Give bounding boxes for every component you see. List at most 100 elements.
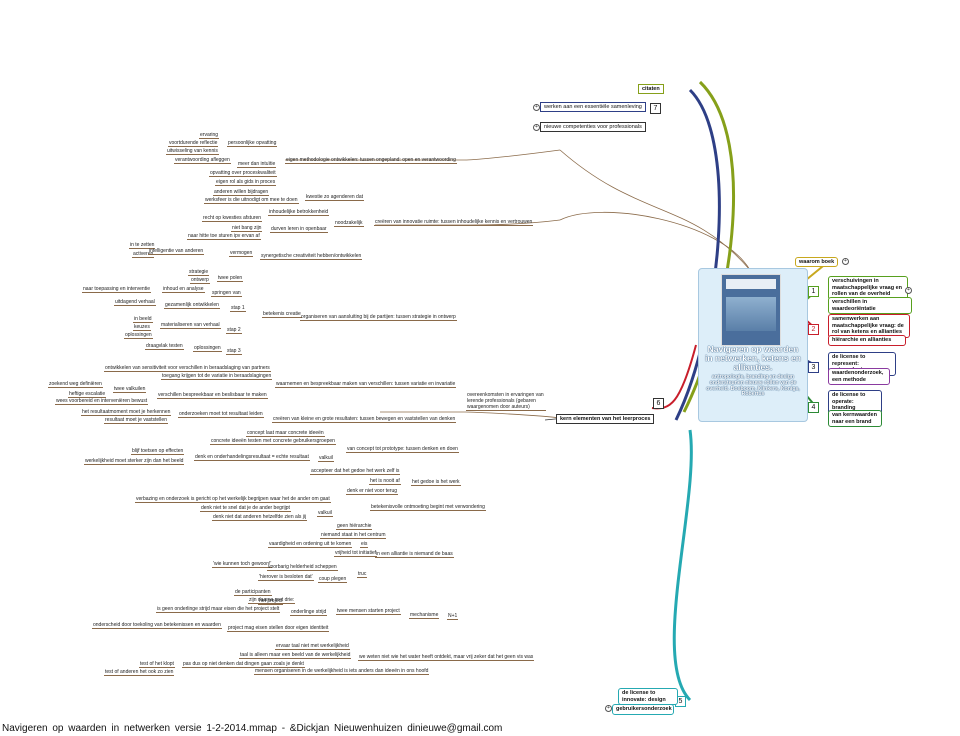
leaf-label[interactable]: anderen willen bijdragen bbox=[213, 189, 270, 196]
leaf-label[interactable]: activeren bbox=[132, 251, 155, 258]
leaf-label[interactable]: waarnemen en bespreekbaar maken van vers… bbox=[275, 381, 457, 388]
leaf-label[interactable]: eigen rol als gids in proces bbox=[215, 179, 277, 186]
leaf-label[interactable]: strategie bbox=[188, 269, 210, 276]
branch-4b-node[interactable]: van kernwaarden naar een brand bbox=[828, 410, 882, 427]
leaf-label[interactable]: pas dus op niet denken dat dingen gaan z… bbox=[182, 661, 305, 668]
leaf-label[interactable]: springen van bbox=[211, 290, 242, 297]
leaf-label[interactable]: het is nooit af bbox=[369, 478, 401, 485]
leaf-label[interactable]: twee mensen starten project bbox=[336, 608, 401, 615]
leaf-label[interactable]: in beeld bbox=[133, 316, 153, 323]
leaf-label[interactable]: verantwoording afleggen bbox=[174, 157, 231, 164]
leaf-label[interactable]: noodzakelijk bbox=[334, 220, 364, 227]
leaf-label[interactable]: stap 3 bbox=[226, 348, 242, 355]
leaf-label[interactable]: toegang krijgen tot de variatie in beraa… bbox=[161, 373, 273, 380]
leaf-label[interactable]: van concept tot prototype: tussen denken… bbox=[346, 446, 459, 453]
leaf-label[interactable]: keuzes bbox=[133, 324, 151, 331]
leaf-label[interactable]: durven leren in openbaar bbox=[270, 226, 328, 233]
leaf-label[interactable]: stap 1 bbox=[230, 305, 246, 312]
leaf-label[interactable]: in een alliantie is niemand de baas bbox=[375, 551, 454, 558]
leaf-label[interactable]: N+1 bbox=[447, 613, 459, 620]
leaf-label[interactable]: voortdurende reflectie bbox=[168, 140, 219, 147]
leaf-label[interactable]: denk niet te snel dat je de ander begrij… bbox=[200, 505, 291, 512]
leaf-label[interactable]: intelligentie van anderen bbox=[148, 248, 205, 255]
samenleving-node[interactable]: werken aan een essentiële samenleving bbox=[540, 102, 646, 112]
branch-1b-node[interactable]: verschillen in waardeoriëntatie bbox=[828, 297, 912, 314]
leaf-label[interactable]: ervaar taal niet met werkelijkheid bbox=[275, 643, 350, 650]
branch-2b-node[interactable]: hiërarchie en allianties bbox=[828, 335, 906, 346]
expand-icon[interactable]: + bbox=[842, 258, 849, 265]
leaf-label[interactable]: resultaat moet je vaststellen bbox=[104, 417, 168, 424]
leaf-label[interactable]: twee valkuilen bbox=[113, 386, 147, 393]
leaf-label[interactable]: vaardigheid en ordening uit te komen bbox=[268, 541, 353, 548]
expand-icon[interactable]: + bbox=[905, 287, 912, 294]
leaf-label[interactable]: uitwisseling van kennis bbox=[166, 148, 219, 155]
leaf-label[interactable]: denk en onderhandelingsresultaat = echte… bbox=[194, 454, 310, 461]
leaf-label[interactable]: het project bbox=[258, 598, 284, 605]
leaf-label[interactable]: uitdagend verhaal bbox=[114, 299, 156, 306]
gebruikersonderzoek-node[interactable]: gebruikersonderzoek bbox=[612, 704, 674, 715]
leaf-label[interactable]: mechanisme bbox=[409, 612, 440, 619]
leaf-label[interactable]: persoonlijke opvatting bbox=[227, 140, 278, 147]
leaf-label[interactable]: valkuil bbox=[318, 455, 334, 462]
leaf-label[interactable]: vermogen bbox=[229, 250, 254, 257]
leaf-label[interactable]: creëren van innovatie ruimte: tussen inh… bbox=[374, 219, 534, 226]
leaf-label[interactable]: betekenisvolle ontmoeting begint met ver… bbox=[370, 504, 486, 511]
leaf-label[interactable]: test of anderen het ook zo zien bbox=[104, 669, 175, 676]
leaf-label[interactable]: zijn daarna met drie: bbox=[248, 597, 296, 604]
leaf-label[interactable]: is geen onderlinge strijd maar eisen die… bbox=[156, 606, 281, 613]
leaf-label[interactable]: synergetische creativiteit hebben/ontwik… bbox=[260, 253, 363, 260]
leaf-label[interactable]: 'hierover is besloten dat' bbox=[258, 574, 314, 581]
leaf-label[interactable]: stap 2 bbox=[226, 327, 242, 334]
waarom-boek-node[interactable]: waarom boek bbox=[795, 257, 839, 267]
kern-elementen-node[interactable]: kern elementen van het leerproces bbox=[556, 414, 655, 424]
leaf-label[interactable]: blijf toetsen op effecten bbox=[131, 448, 185, 455]
leaf-label[interactable]: voorbarig helderheid scheppen bbox=[267, 564, 338, 571]
leaf-label[interactable]: niemand staat in het centrum bbox=[320, 532, 387, 539]
leaf-label[interactable]: heftige escalatie bbox=[68, 391, 107, 398]
leaf-label[interactable]: eis bbox=[360, 541, 369, 548]
leaf-label[interactable]: vrijheid tot initiatief bbox=[334, 550, 378, 557]
leaf-label[interactable]: organiseren van aansluiting bij de parti… bbox=[300, 314, 457, 321]
leaf-label[interactable]: oplossingen bbox=[193, 345, 222, 352]
leaf-label[interactable]: inhoudelijke betrokkenheid bbox=[268, 209, 330, 216]
expand-icon[interactable]: + bbox=[533, 104, 540, 111]
leaf-label[interactable]: naar toepassing en interventie bbox=[82, 286, 151, 293]
leaf-label[interactable]: het resultaatmoment moet je herkennen bbox=[81, 409, 172, 416]
branch-1-node[interactable]: verschuivingen in maatschappelijke vraag… bbox=[828, 276, 908, 300]
leaf-label[interactable]: ontwerp bbox=[190, 277, 210, 284]
leaf-label[interactable]: betekenis creatie bbox=[262, 311, 302, 318]
leaf-label[interactable]: meer dan intuïtie bbox=[237, 161, 277, 168]
leaf-label[interactable]: onderscheid door toekoling van betekenis… bbox=[92, 622, 222, 629]
leaf-label[interactable]: truc bbox=[357, 571, 368, 578]
branch-2-node[interactable]: samenwerken aan maatschappelijke vraag: … bbox=[828, 314, 910, 338]
leaf-label[interactable]: draagvlak testen bbox=[145, 343, 184, 350]
leaf-label[interactable]: twee polen bbox=[217, 275, 244, 282]
leaf-label[interactable]: denk niet dat anderen hetzelfde zien als… bbox=[212, 514, 308, 521]
leaf-label[interactable]: in te zetten bbox=[129, 242, 156, 249]
leaf-label[interactable]: recht op kwesties afsturen bbox=[202, 215, 263, 222]
leaf-label[interactable]: gezamenlijk ontwikkelen bbox=[164, 302, 220, 309]
leaf-label[interactable]: opvatting over proceskwaliteit bbox=[209, 170, 277, 177]
leaf-label[interactable]: 'wie kunnen toch gewoon!' bbox=[212, 561, 273, 568]
leaf-label[interactable]: creëren van kleine en grote resultaten: … bbox=[272, 416, 457, 423]
leaf-label[interactable]: naar hitte toe sturen ipv ervan af bbox=[187, 233, 261, 240]
design-node[interactable]: de license to innovate: design bbox=[618, 688, 678, 705]
leaf-label[interactable]: project mag eisen stellen door eigen ide… bbox=[227, 625, 330, 632]
expand-icon[interactable]: + bbox=[605, 705, 612, 712]
leaf-label[interactable]: verschillen bespreekbaar en beslisbaar t… bbox=[157, 392, 268, 399]
leaf-label[interactable]: taal is alleen maar een beeld van de wer… bbox=[239, 652, 352, 659]
leaf-label[interactable]: onderlinge strijd bbox=[290, 609, 328, 616]
leaf-label[interactable]: accepteer dat het gedoe het werk zelf is bbox=[310, 468, 401, 475]
branch-3b-node[interactable]: waardenonderzoek, een methode bbox=[828, 368, 890, 385]
leaf-label[interactable]: onderzoeken moet tot resultaat leiden bbox=[178, 411, 264, 418]
leaf-label[interactable]: verbazing en onderzoek is gericht op het… bbox=[135, 496, 331, 503]
leaf-label[interactable]: werksfeer is die uitnodigt om mee te doe… bbox=[204, 197, 299, 204]
leaf-label[interactable]: geen hiërarchie bbox=[336, 523, 373, 530]
leaf-label[interactable]: mensen organiseren in de werkelijkheid i… bbox=[254, 668, 430, 675]
leaf-label[interactable]: zoekend weg definiëren bbox=[48, 381, 103, 388]
leaf-label[interactable]: kwestie zo agenderen dat bbox=[305, 194, 364, 201]
competenties-node[interactable]: nieuwe competenties voor professionals bbox=[540, 122, 646, 132]
leaf-label[interactable]: test of het klopt bbox=[139, 661, 175, 668]
expand-icon[interactable]: + bbox=[533, 124, 540, 131]
citaten-node[interactable]: citaten bbox=[638, 84, 664, 94]
